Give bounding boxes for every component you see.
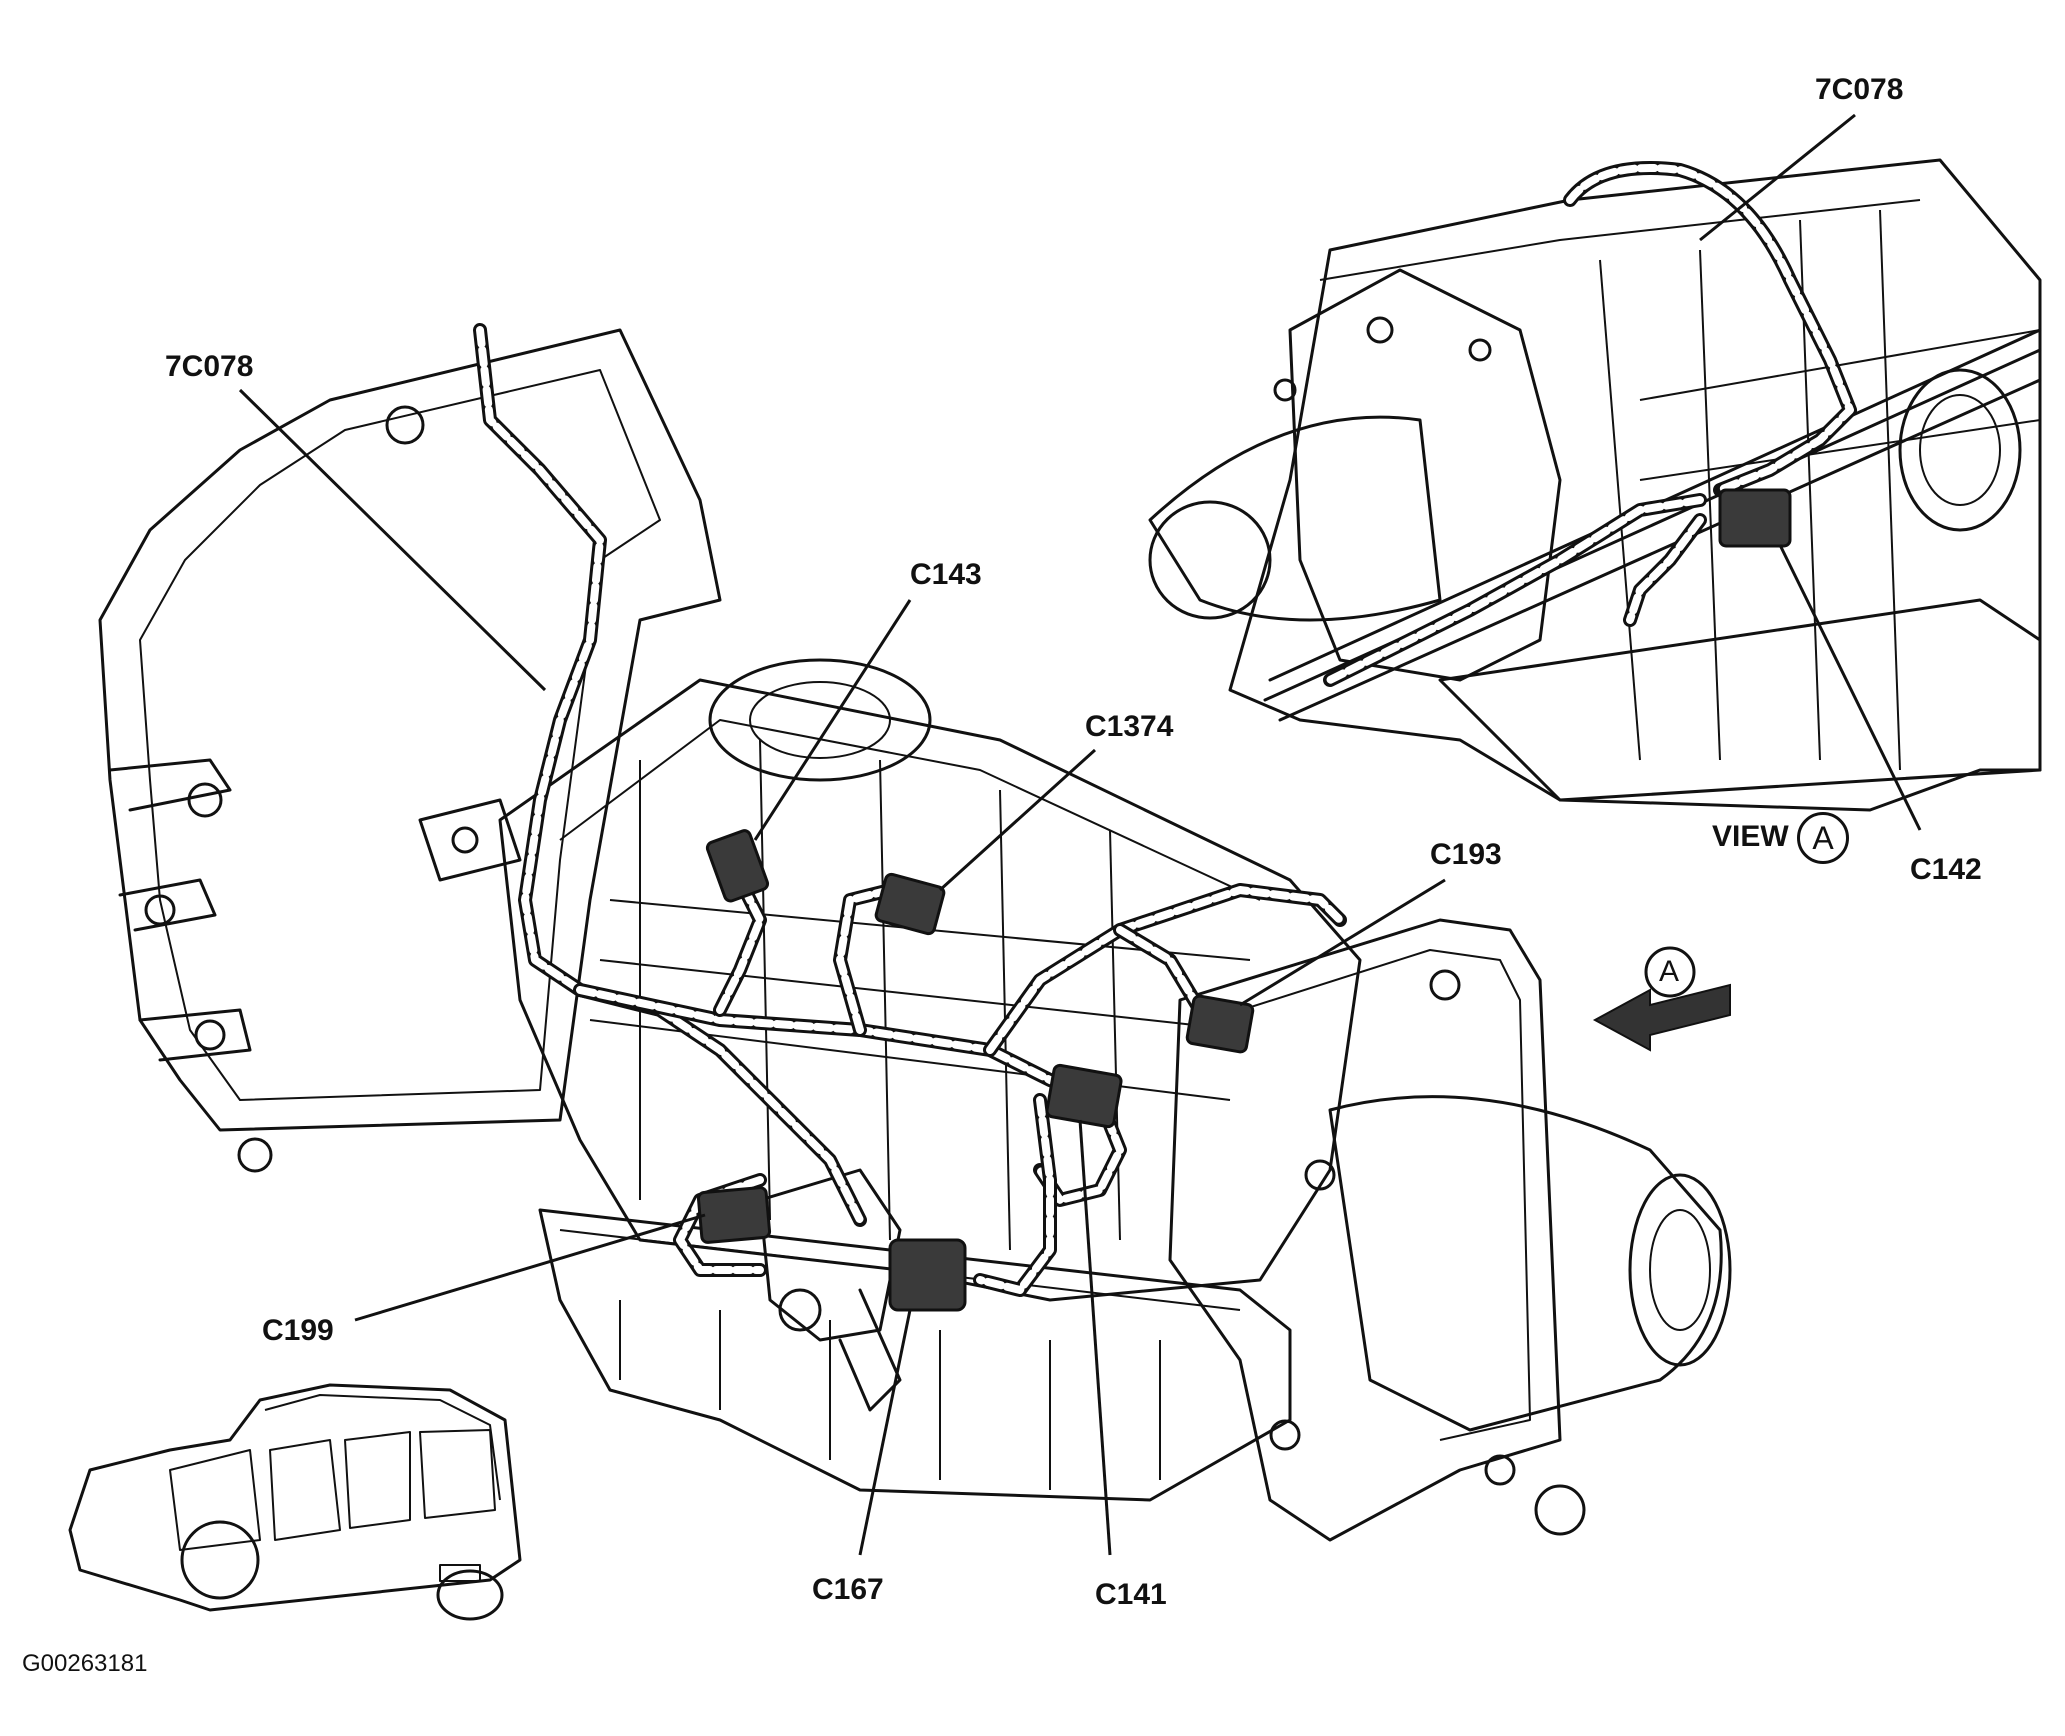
callout-harness-view-a: 7C078 — [1815, 73, 1904, 106]
callout-c143: C143 — [910, 558, 982, 591]
transmission-case — [418, 658, 1362, 1502]
harness-main — [473, 323, 1347, 1297]
extension-housing — [1168, 918, 1732, 1542]
connector-c167 — [888, 1238, 967, 1312]
view-a-caption: VIEW A — [1712, 812, 1850, 864]
callout-harness-main: 7C078 — [165, 350, 254, 383]
arrow-left-icon — [1592, 946, 1731, 1052]
callout-c199: C199 — [262, 1314, 334, 1347]
view-a-inset — [1148, 158, 2042, 812]
callout-c1374: C1374 — [1085, 710, 1174, 743]
bell-housing — [98, 328, 722, 1173]
figure-id: G00263181 — [22, 1650, 148, 1677]
leader-lines — [238, 113, 1922, 1556]
callout-c193: C193 — [1430, 838, 1502, 871]
connector-c1374 — [874, 872, 946, 936]
connector-c193 — [1185, 994, 1255, 1054]
callout-c142: C142 — [1910, 853, 1982, 886]
view-label: VIEW — [1712, 819, 1789, 853]
connector-c199 — [696, 1186, 772, 1244]
connector-c142 — [1718, 488, 1792, 548]
suv-locator-icon — [68, 1383, 522, 1621]
connectors-main — [696, 829, 1255, 1312]
callout-c141: C141 — [1095, 1578, 1167, 1611]
connector-c143 — [705, 829, 770, 903]
view-letter-circle: A — [1797, 812, 1850, 864]
callout-c167: C167 — [812, 1573, 884, 1606]
arrow-letter: A — [1659, 955, 1680, 988]
connector-c141 — [1045, 1063, 1123, 1129]
